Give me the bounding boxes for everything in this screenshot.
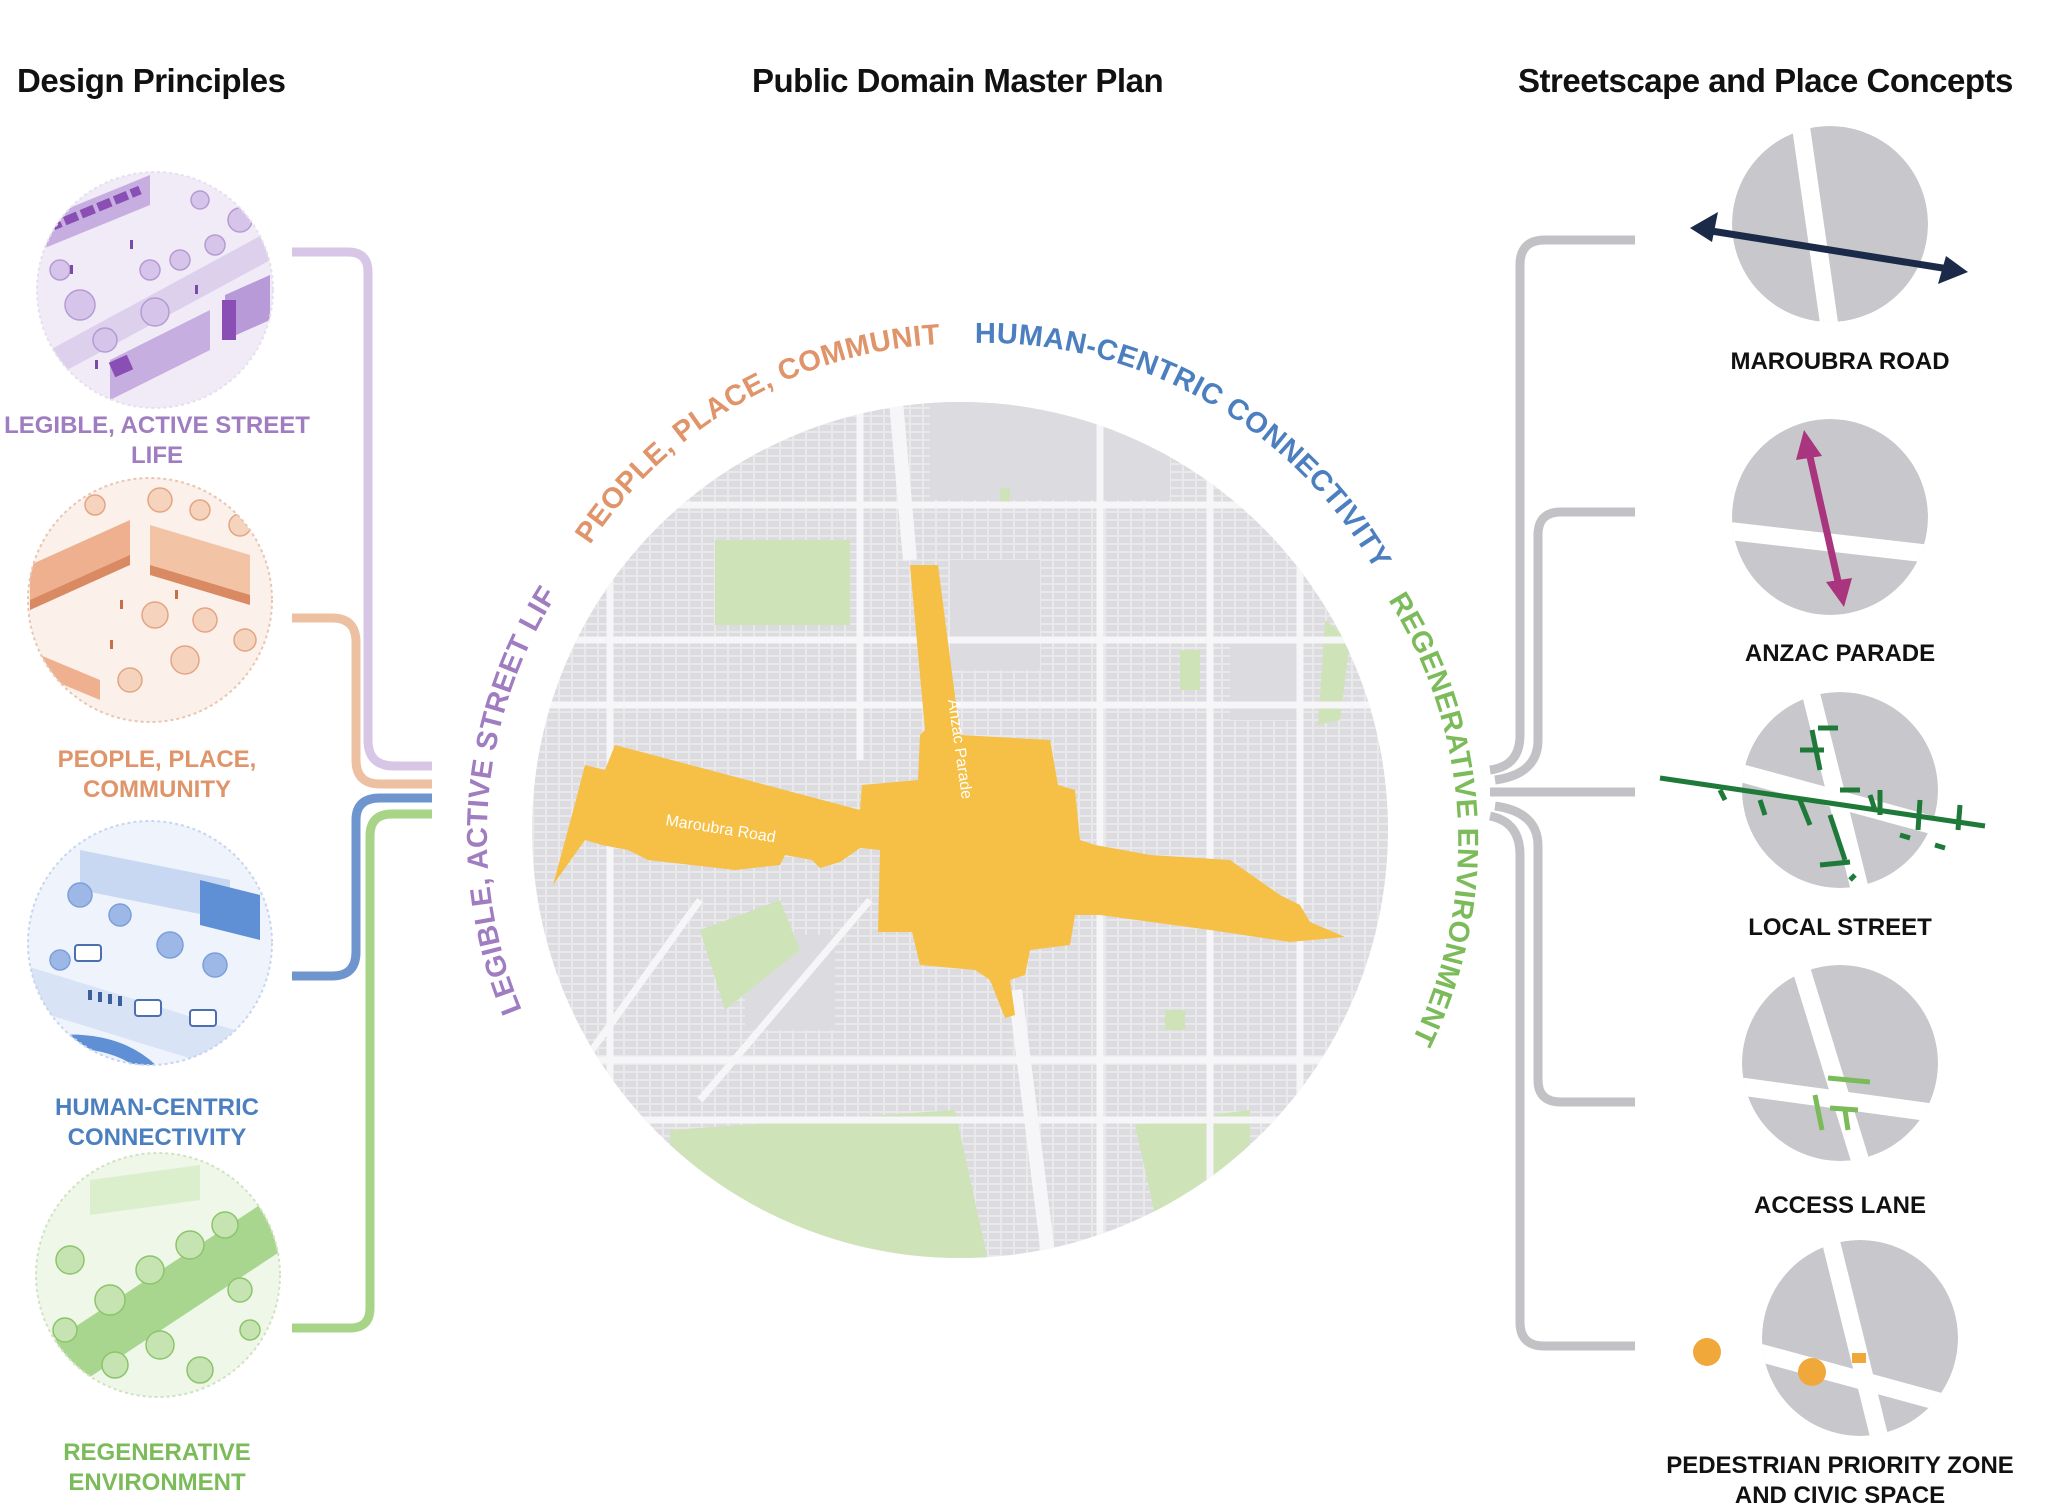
yellow-street-footprint <box>553 565 1345 1018</box>
maroubra-road-concept-icon <box>1690 126 1968 322</box>
concept-label-maroubra-road: MAROUBRA ROAD <box>1730 348 1950 375</box>
arc-label-regen: REGENERATIVE ENVIRONMENT <box>1382 587 1483 1051</box>
streetscape-concepts-title: Streetscape and Place Concepts <box>1518 62 2013 99</box>
active-street-life-illustration <box>37 172 273 408</box>
people-place-community-illustration <box>28 478 272 722</box>
human-centric-connectivity-illustration <box>28 821 272 1065</box>
concept-label-access-lane: ACCESS LANE <box>1753 1192 1927 1219</box>
connector-people-place <box>292 613 432 789</box>
pedestrian-priority-concept-icon <box>1693 1240 1958 1436</box>
connector-human-centric <box>292 793 432 981</box>
concept-connectors <box>1488 235 1635 1351</box>
access-lane-concept-icon <box>1742 965 1938 1161</box>
design-principles-title: Design Principles <box>17 62 286 99</box>
master-plan-map: Maroubra Road Anzac Parade <box>532 402 1388 1258</box>
master-plan-title: Public Domain Master Plan <box>752 62 1164 99</box>
concept-label-anzac-parade: ANZAC PARADE <box>1744 640 1936 667</box>
anzac-parade-concept-icon <box>1732 419 1928 615</box>
connector-active-street <box>292 247 432 771</box>
connector-regenerative <box>292 809 432 1333</box>
principle-label-regenerative: REGENERATIVE ENVIRONMENT <box>63 1439 251 1496</box>
local-street-concept-icon <box>1659 692 1986 888</box>
principle-label-human-centric: HUMAN-CENTRIC CONNECTIVITY <box>55 1094 259 1151</box>
concept-label-pedestrian-priority: PEDESTRIAN PRIORITY ZONE AND CIVIC SPACE <box>1666 1452 2014 1509</box>
principle-label-people-place: PEOPLE, PLACE, COMMUNITY <box>57 746 257 803</box>
concept-label-local-street: LOCAL STREET <box>1748 914 1932 941</box>
regenerative-environment-illustration <box>36 1153 280 1397</box>
principle-label-active-street: LEGIBLE, ACTIVE STREET LIFE <box>4 412 310 469</box>
park-area <box>715 540 850 625</box>
